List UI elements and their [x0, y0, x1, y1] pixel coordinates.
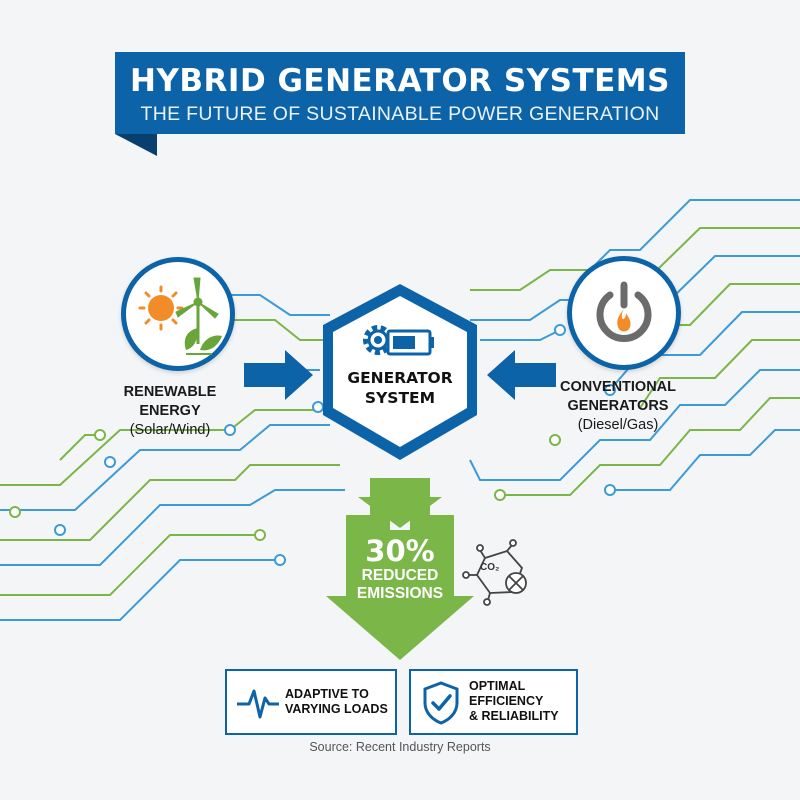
power-flame-icon: [596, 281, 652, 342]
feature-efficiency-line3: & RELIABILITY: [469, 709, 559, 723]
circuit-line: [639, 339, 800, 409]
co2-label: CO₂: [480, 562, 500, 573]
title-banner: HYBRID GENERATOR SYSTEMS THE FUTURE OF S…: [115, 52, 685, 134]
source-note: Source: Recent Industry Reports: [309, 740, 491, 754]
page-title: HYBRID GENERATOR SYSTEMS: [130, 63, 670, 99]
page-subtitle: THE FUTURE OF SUSTAINABLE POWER GENERATI…: [140, 103, 660, 125]
left-arrow: [487, 350, 556, 400]
feature-efficiency-line1: OPTIMAL: [469, 679, 526, 693]
generator-label-line1: GENERATOR: [347, 369, 453, 387]
circuit-node: [312, 401, 324, 413]
circuit-node: [104, 456, 116, 468]
wind-turbine-icon: [175, 277, 219, 344]
renewable-energy-circle: [121, 257, 235, 371]
renewable-label-line1: RENEWABLE: [123, 384, 217, 400]
emissions-arrow-top: [358, 478, 442, 528]
circuit-node: [549, 434, 561, 446]
sun-icon: [138, 285, 184, 331]
generator-label-line2: SYSTEM: [364, 389, 436, 407]
emissions-arrow-large: [326, 530, 474, 660]
circuit-line: [0, 409, 340, 486]
circuit-line: [469, 369, 800, 481]
circuit-node: [494, 489, 506, 501]
circuit-line: [470, 269, 600, 291]
circuit-node: [604, 484, 616, 496]
circuit-line: [225, 319, 330, 341]
emissions-value: 30%: [365, 534, 435, 568]
conventional-label-line3: (Diesel/Gas): [577, 417, 659, 433]
circuit-node: [94, 429, 106, 441]
renewable-label-line3: (Solar/Wind): [129, 422, 211, 438]
circuit-line: [225, 294, 330, 316]
circuit-node: [274, 554, 286, 566]
circuit-line: [500, 397, 800, 496]
circuit-line: [59, 434, 100, 461]
circuit-line: [480, 329, 561, 341]
circuit-node: [554, 324, 566, 336]
right-arrow: [244, 350, 313, 400]
circuit-node: [224, 424, 236, 436]
emissions-label-line1: REDUCED: [361, 567, 439, 584]
circuit-node: [9, 506, 21, 518]
circuit-line: [0, 424, 330, 511]
banner-fold: [115, 134, 157, 156]
circuit-line: [0, 464, 340, 541]
leaves-icon: [184, 328, 222, 355]
battery-icon: [386, 329, 434, 356]
circuit-node: [604, 384, 616, 396]
shield-check-icon: [423, 681, 459, 725]
renewable-label-line2: ENERGY: [139, 403, 201, 419]
conventional-generators-label: CONVENTIONAL GENERATORS (Diesel/Gas): [553, 378, 683, 435]
emissions-stat: 30% REDUCED EMISSIONS: [330, 535, 470, 603]
generator-system-label: GENERATOR SYSTEM: [330, 368, 470, 408]
feature-adaptive-box: ADAPTIVE TO VARYING LOADS: [225, 669, 397, 735]
circuit-node: [54, 524, 66, 536]
circuit-node: [254, 529, 266, 541]
feature-adaptive-line2: VARYING LOADS: [285, 702, 388, 716]
waveform-icon: [237, 689, 279, 719]
circuit-line: [0, 534, 260, 596]
feature-adaptive-line1: ADAPTIVE TO: [285, 687, 369, 701]
circuit-line: [610, 429, 800, 491]
circuit-line: [0, 559, 280, 621]
conventional-label-line1: CONVENTIONAL: [560, 379, 676, 395]
emissions-label-line2: EMISSIONS: [356, 585, 444, 602]
circuit-line: [0, 489, 345, 566]
feature-efficiency-line2: EFFICIENCY: [469, 694, 544, 708]
co2-icon: [462, 539, 527, 606]
conventional-label-line2: GENERATORS: [567, 398, 669, 414]
conventional-generators-circle: [567, 256, 681, 370]
feature-efficiency-box: OPTIMAL EFFICIENCY & RELIABILITY: [409, 669, 578, 735]
renewable-energy-label: RENEWABLE ENERGY (Solar/Wind): [110, 383, 230, 440]
